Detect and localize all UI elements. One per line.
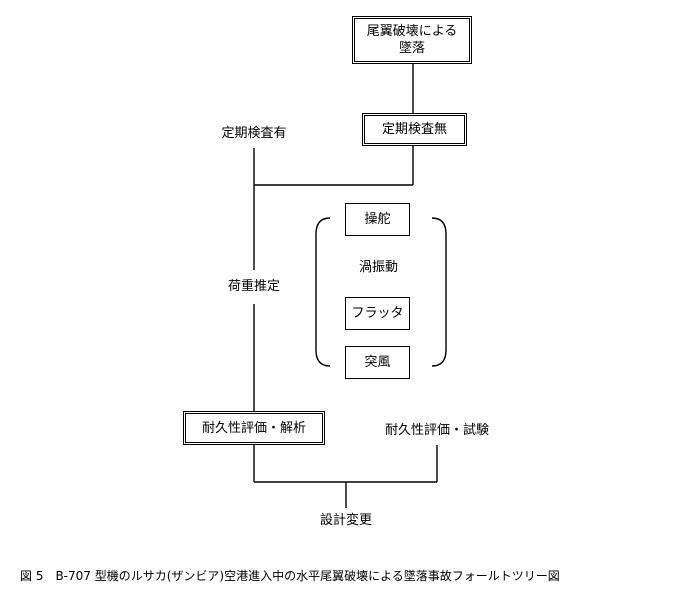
design-change-label: 設計変更 [319,513,372,528]
gust-box: 突風 [345,346,410,379]
flutter-box: フラッタ [345,297,410,330]
figure-caption: 図 5 B-707 型機のルサカ(ザンビア)空港進入中の水平尾翼破壊による墜落事… [20,569,560,583]
durability-analysis-label: 耐久性評価・解析 [201,420,306,436]
control-box: 操舵 [345,203,410,236]
right-brace [431,217,447,367]
no-inspection-label: 定期検査無 [381,122,447,137]
vortex-vibration-label: 渦振動 [358,260,398,275]
with-inspection-label: 定期検査有 [221,126,287,141]
load-estimation-label: 荷重推定 [227,279,280,294]
no-inspection-box: 定期検査無 [362,113,467,146]
durability-testing-label: 耐久性評価・試験 [384,423,489,438]
durability-analysis-box: 耐久性評価・解析 [183,411,325,445]
top-event-label-line1: 尾翼破壊による [366,24,458,39]
gust-label: 突風 [364,355,391,370]
top-event-box: 尾翼破壊による 墜落 [352,16,472,64]
left-brace [315,217,331,367]
flutter-label: フラッタ [351,306,404,321]
top-event-label-line2: 墜落 [398,41,425,56]
control-label: 操舵 [364,212,391,227]
